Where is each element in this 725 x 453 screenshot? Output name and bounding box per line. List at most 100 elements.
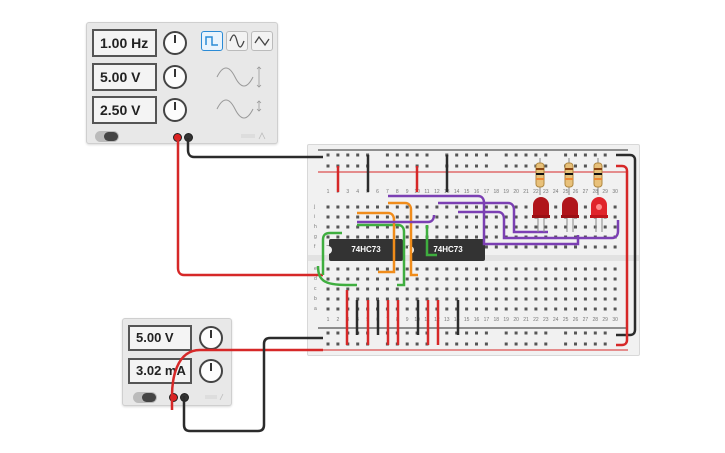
breadboard-hole xyxy=(475,331,478,335)
breadboard-hole xyxy=(564,307,568,311)
offset-knob[interactable] xyxy=(163,98,187,122)
breadboard-hole xyxy=(425,331,429,335)
breadboard-hole xyxy=(445,215,449,219)
column-number: 19 xyxy=(503,317,509,323)
breadboard-hole xyxy=(395,164,399,168)
column-number: 18 xyxy=(493,189,500,195)
breadboard-hole xyxy=(465,331,469,335)
breadboard-hole xyxy=(336,164,340,168)
breadboard-hole xyxy=(425,153,429,157)
function-generator-positive-terminal[interactable] xyxy=(173,133,182,142)
power-supply-negative-terminal[interactable] xyxy=(180,393,189,402)
breadboard-hole xyxy=(445,342,449,346)
breadboard-hole xyxy=(603,342,607,346)
breadboard-hole xyxy=(405,225,409,229)
breadboard-hole xyxy=(395,342,399,346)
breadboard-hole xyxy=(465,164,469,168)
breadboard-hole xyxy=(405,342,409,346)
current-knob[interactable] xyxy=(199,359,223,383)
sine-wave-button[interactable] xyxy=(226,31,248,51)
breadboard-hole xyxy=(465,267,469,271)
voltage-knob[interactable] xyxy=(199,326,223,350)
breadboard-hole xyxy=(514,153,518,157)
column-number: 26 xyxy=(572,189,579,195)
power-supply: 5.00 V 3.02 mA xyxy=(122,318,232,406)
breadboard-hole xyxy=(583,245,587,249)
column-number: 30 xyxy=(612,189,618,195)
breadboard-hole xyxy=(415,205,419,209)
column-number: 11 xyxy=(424,317,430,323)
breadboard-hole xyxy=(465,215,469,219)
breadboard-hole xyxy=(534,287,538,291)
breadboard-hole xyxy=(445,307,449,311)
breadboard-hole xyxy=(603,331,607,335)
breadboard-hole xyxy=(475,342,478,346)
offset-wave-diagram-icon xyxy=(216,99,262,119)
column-number: 12 xyxy=(434,189,440,195)
breadboard-hole xyxy=(574,153,577,157)
breadboard-hole xyxy=(484,307,488,311)
breadboard-hole xyxy=(425,267,429,271)
breadboard-hole xyxy=(356,342,360,346)
breadboard-hole xyxy=(415,342,419,346)
breadboard-hole xyxy=(366,342,370,346)
chip-74hc73-1[interactable]: 74HC73 xyxy=(326,239,403,261)
column-number: 17 xyxy=(483,189,490,195)
row-letter: a xyxy=(314,306,317,312)
breadboard-hole xyxy=(583,164,587,168)
breadboard-hole xyxy=(514,267,518,271)
breadboard-hole xyxy=(484,297,488,301)
amplitude-knob[interactable] xyxy=(163,65,187,89)
breadboard-hole xyxy=(385,307,389,311)
column-number: 25 xyxy=(562,317,569,323)
column-number: 25 xyxy=(562,189,569,195)
frequency-knob[interactable] xyxy=(163,31,187,55)
power-supply-logo-icon xyxy=(205,393,224,401)
breadboard-hole xyxy=(583,297,587,301)
breadboard-hole xyxy=(356,164,360,168)
breadboard-hole xyxy=(603,287,607,291)
breadboard-hole xyxy=(524,225,528,229)
breadboard-hole xyxy=(326,277,330,281)
breadboard-hole xyxy=(504,245,508,249)
column-number: 19 xyxy=(503,189,509,195)
breadboard-hole xyxy=(395,297,399,301)
row-letter: c xyxy=(314,286,317,292)
breadboard-hole xyxy=(484,164,488,168)
power-supply-positive-terminal[interactable] xyxy=(169,393,178,402)
column-number: 16 xyxy=(473,317,480,323)
function-generator-negative-terminal[interactable] xyxy=(184,133,193,142)
breadboard-hole xyxy=(405,164,409,168)
row-letter: g xyxy=(314,234,317,240)
breadboard-hole xyxy=(376,267,379,271)
breadboard-hole xyxy=(534,153,538,157)
column-number: 10 xyxy=(414,317,420,323)
breadboard-hole xyxy=(445,331,449,335)
column-number: 26 xyxy=(572,317,579,323)
breadboard-hole xyxy=(366,215,370,219)
breadboard-hole xyxy=(385,267,389,271)
breadboard-hole xyxy=(544,215,548,219)
breadboard-hole xyxy=(455,287,459,291)
column-number: 1 xyxy=(326,317,330,323)
function-generator-power-toggle[interactable] xyxy=(95,131,119,142)
breadboard-hole xyxy=(346,307,350,311)
breadboard-hole xyxy=(613,307,617,311)
breadboard-hole xyxy=(465,342,469,346)
breadboard-hole xyxy=(425,307,429,311)
breadboard-hole xyxy=(435,277,439,281)
chip-74hc73-2[interactable]: 74HC73 xyxy=(408,239,485,261)
breadboard-hole xyxy=(445,287,449,291)
square-wave-button[interactable] xyxy=(201,31,223,51)
breadboard-hole xyxy=(366,277,370,281)
column-number: 14 xyxy=(453,189,460,195)
breadboard-hole xyxy=(603,225,607,229)
breadboard-hole xyxy=(514,342,518,346)
breadboard-hole xyxy=(574,245,577,249)
breadboard-hole xyxy=(564,153,568,157)
power-supply-toggle[interactable] xyxy=(133,392,157,403)
breadboard-hole xyxy=(395,225,399,229)
breadboard-hole xyxy=(425,164,429,168)
triangle-wave-button[interactable] xyxy=(251,31,273,51)
